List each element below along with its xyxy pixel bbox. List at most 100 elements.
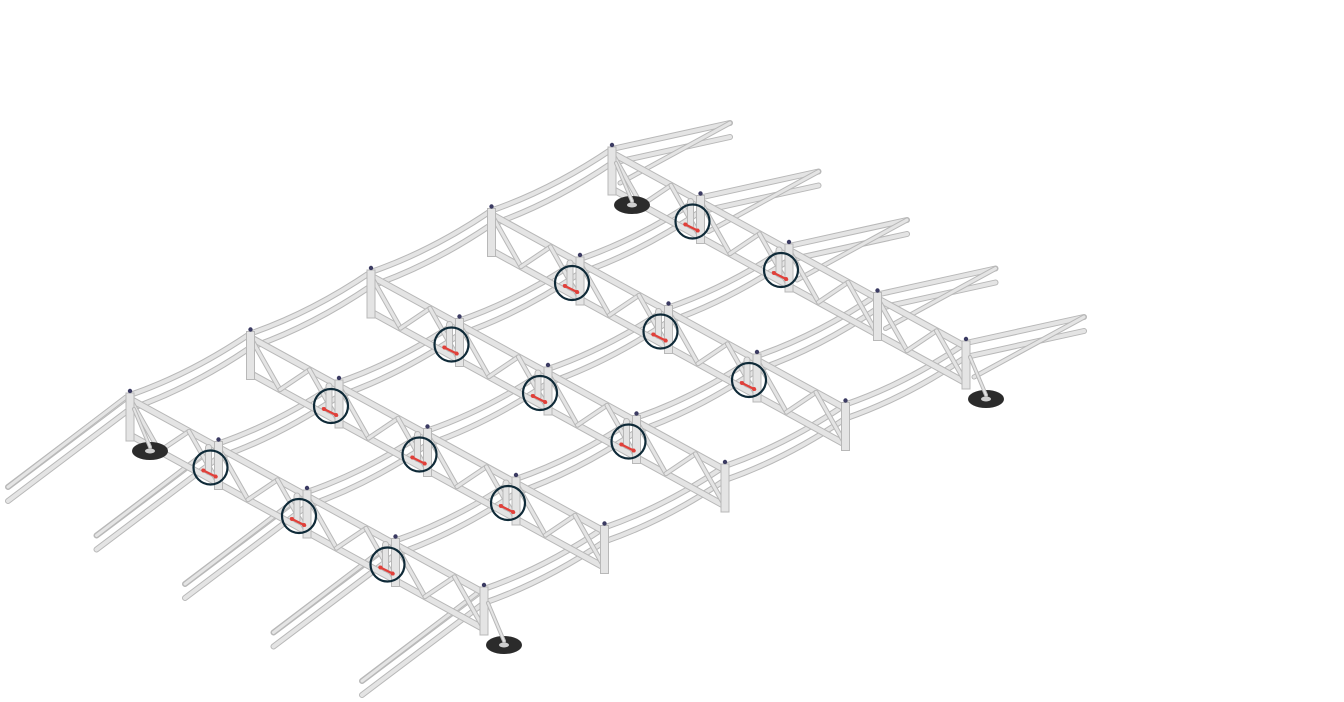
post-cap-pin [545,362,551,368]
highlight-ring [674,203,711,240]
rafter-body [602,478,727,544]
post [575,252,585,306]
rafter-tip-brace [706,169,821,234]
rafter-segment [336,331,463,399]
rafter-segment [601,463,728,531]
truss-web-diagonal-body [335,526,368,550]
post [607,142,617,196]
post-cap-pin [666,301,671,306]
truss-web-diagonal-body [576,403,609,427]
rafter-tip-brace [971,314,1087,380]
truss-web-diagonal-body [367,416,400,440]
post [302,485,312,539]
highlight-ring [553,264,591,302]
connector-red-node [740,381,744,385]
post-cap-pin [489,204,494,209]
truss-web-diagonal-body [249,336,282,392]
rafter-segment [247,269,374,337]
truss-web-diagonal-body [817,280,850,304]
rafter-edge [665,257,792,325]
truss-web-diagonal [693,451,728,509]
truss-web-diagonal-body [455,465,488,489]
connector-red-node [563,284,567,288]
post [366,265,376,319]
post [632,411,641,464]
post [841,398,850,451]
post [334,375,344,429]
truss-web-diagonal [245,477,280,503]
post-body [125,392,135,442]
truss-web-diagonal-body [846,280,879,336]
post-cap-pin [698,191,703,196]
rafter-segment [601,477,728,545]
rafter-segment [368,207,495,275]
base-plate-strut-body [969,356,987,396]
highlighted-connection [521,369,559,412]
post [423,424,432,477]
highlight-ring [521,374,559,412]
truss-web-diagonal-body [608,293,641,317]
post-cap-pin [843,398,848,403]
post-cap-pin [722,459,728,465]
rafter-tail-brace-body [6,395,128,489]
rafter-edge [488,160,615,228]
post-layer [125,142,971,636]
rafter-segment [842,340,969,408]
post-cap-pin [513,472,519,478]
rafter-edge [754,305,881,373]
rafter-tip-brace [794,217,910,283]
connector-red-node [378,565,383,570]
connector-red-node [772,271,776,275]
truss-web-diagonal-body [876,297,909,353]
rafter-body [482,539,607,605]
rafter-body [128,331,253,397]
post-cap-pin [393,534,398,539]
post-cap-pin [963,336,969,342]
base-plate-strut-body [487,602,505,642]
rafter-segment [488,160,615,228]
rafter-body [875,266,998,297]
truss-web-diagonal-body [453,575,486,631]
rafter-segment [963,328,1087,360]
connector-red-node [752,387,756,391]
truss-web-diagonal [543,512,578,538]
post [600,521,609,574]
rafter-tail-brace-body [360,589,482,683]
connector-red-node [651,332,656,337]
rafter-segment [786,217,910,249]
rafter-edge [368,221,495,289]
rafter-edge [842,354,969,422]
post-body [487,208,496,257]
rafter-segment [609,120,733,152]
rafter-tip-brace-body [618,121,732,185]
truss-web-diagonal-body [399,306,432,330]
truss-web-diagonal [663,451,698,477]
truss-web-diagonal [368,273,403,331]
connector-red-node [422,461,427,466]
rafter-body [94,455,221,552]
post-cap-pin [602,521,607,526]
rafter-segment [481,538,608,606]
connector-red-node [784,277,788,281]
post [455,314,464,367]
truss-web-diagonal-body [785,390,818,414]
rafter-body [248,270,373,336]
post-cap-pin [481,582,487,588]
truss-web-diagonal-body [246,478,279,502]
post-cap-pin [304,485,310,491]
truss-web-diagonal [607,292,642,318]
connector-red-node [410,455,415,460]
truss-web-diagonal [727,231,762,257]
truss-web-diagonal [904,328,939,354]
post-cap-pin [127,388,133,394]
truss-web-diagonal [422,574,457,600]
base-plate-hub [627,202,637,208]
post-cap-pin [609,142,615,148]
rafter-body [843,355,968,421]
highlight-ring [401,436,438,473]
rafter-body [271,552,398,649]
truss-web-diagonal-body [487,355,520,379]
post-body [366,269,376,319]
truss-web-diagonal [695,341,730,367]
